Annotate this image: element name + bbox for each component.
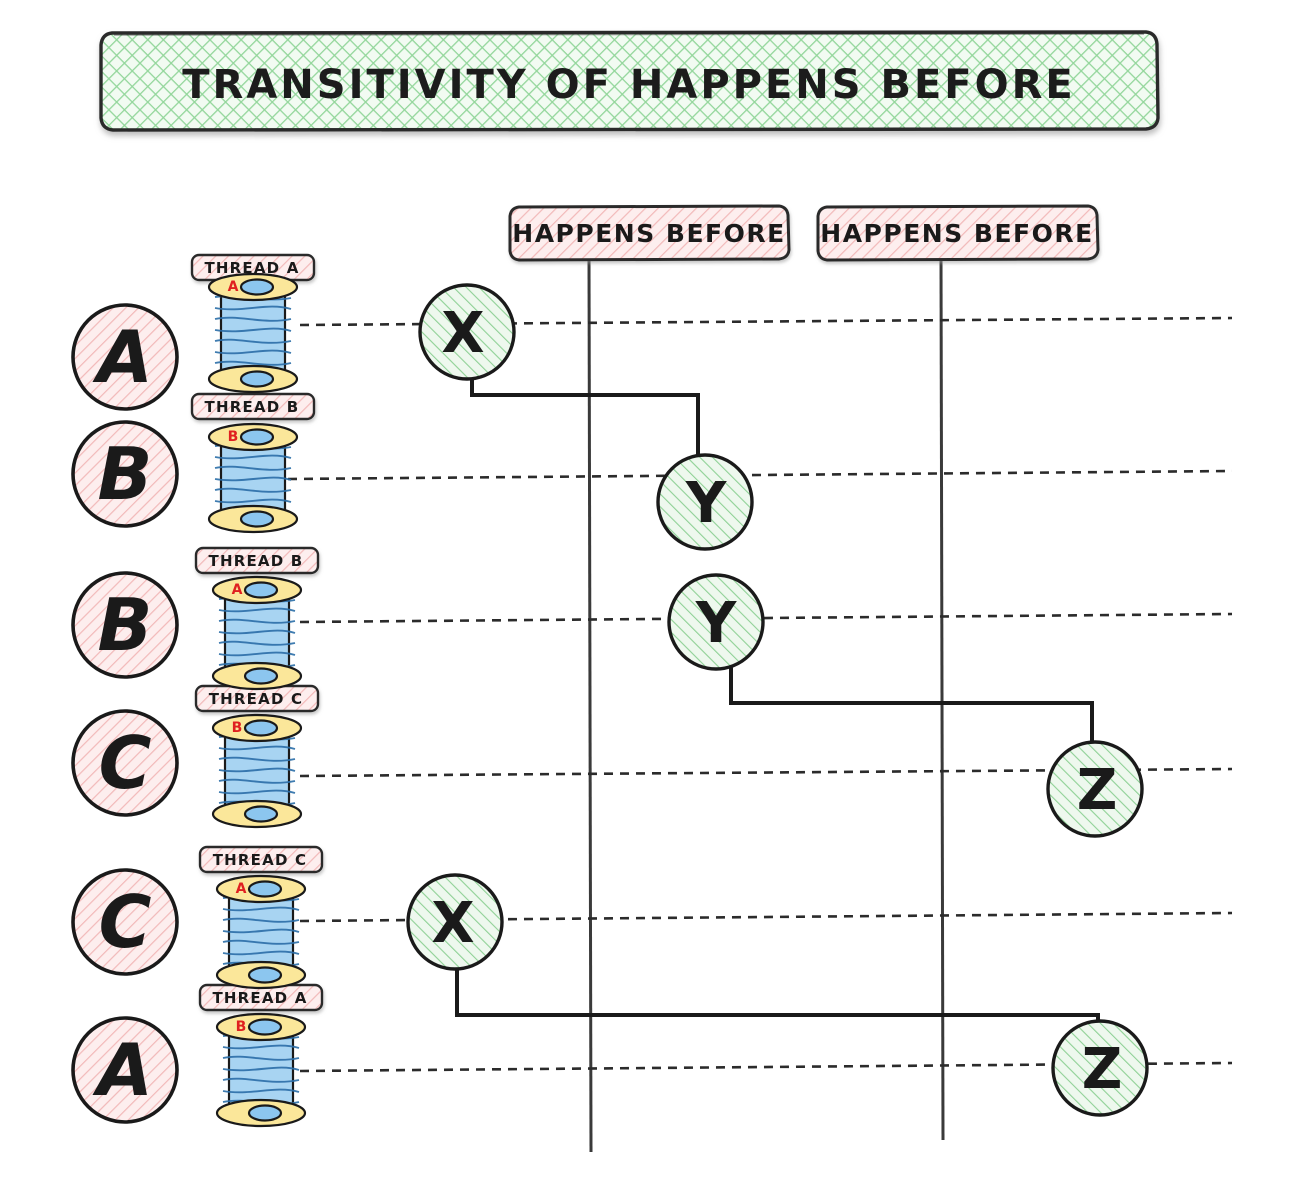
connector-x1-y1	[470, 376, 700, 460]
process-circle-b-2: B	[71, 571, 179, 679]
event-circle-x-1: X	[418, 283, 516, 381]
event-circle-z-2-label: Z	[1082, 1037, 1123, 1102]
thread-spools: A B	[207, 272, 307, 1128]
process-circle-c-2: C	[71, 868, 179, 976]
spool-marker-2: B	[228, 429, 239, 445]
column-line-2	[939, 257, 945, 1141]
spool-marker-1: A	[228, 279, 239, 295]
process-circle-c-1: C	[71, 709, 179, 817]
event-circle-y-1: Y	[656, 453, 754, 551]
thread-box-3-label: THREAD B	[209, 552, 304, 570]
spool-marker-4: B	[232, 720, 243, 736]
title-banner: TRANSITIVITY OF HAPPENS BEFORE	[99, 30, 1160, 132]
dash-row-5	[299, 911, 1233, 923]
process-circles: A B B C C A	[71, 303, 179, 1124]
thread-box-2-label: THREAD B	[205, 398, 300, 416]
thread-box-2	[190, 392, 316, 421]
dash-row-2	[287, 469, 1233, 481]
spool-icon-1: A	[207, 272, 299, 394]
spool-icon-6: B	[215, 1012, 307, 1128]
spool-marker-6: B	[236, 1019, 247, 1035]
process-circle-b-1: B	[71, 420, 179, 528]
spool-icon-4: B	[211, 713, 303, 829]
column-label-happens-before-2: HAPPENS BEFORE	[816, 204, 1100, 1141]
event-circle-z-2: Z	[1051, 1019, 1149, 1117]
thread-box-6-label: THREAD A	[212, 989, 307, 1007]
spool-icon-3: A	[211, 575, 303, 691]
thread-box-5	[198, 845, 324, 874]
process-circle-a-2-label: A	[92, 1028, 153, 1112]
process-circle-a-2: A	[71, 1016, 179, 1124]
spool-marker-5: A	[236, 881, 247, 897]
process-circle-c-1-label: C	[99, 721, 152, 805]
event-circle-y-2: Y	[667, 573, 765, 671]
thread-box-4-label: THREAD C	[209, 690, 303, 708]
connectors	[455, 376, 1100, 1026]
thread-label-boxes: THREAD A THREAD B THREAD B THREAD C THRE…	[190, 253, 324, 1012]
process-circle-b-1-label: B	[98, 432, 153, 516]
column-label-1-text: HAPPENS BEFORE	[512, 219, 785, 248]
connector-y2-z1	[729, 666, 1094, 746]
event-circle-z-1-label: Z	[1077, 758, 1118, 823]
dash-row-3	[299, 612, 1233, 624]
connector-x2-z2	[455, 966, 1100, 1026]
spool-icon-5: A	[215, 874, 307, 990]
event-circle-x-1-label: X	[441, 301, 484, 366]
process-circle-c-2-label: C	[99, 880, 152, 964]
column-label-happens-before-1: HAPPENS BEFORE	[508, 204, 791, 1153]
event-circle-y-2-label: Y	[695, 591, 738, 656]
thread-box-3	[194, 546, 320, 575]
spool-icon-2: B	[207, 422, 299, 534]
thread-box-1-label: THREAD A	[204, 259, 299, 277]
dash-row-1	[299, 316, 1233, 327]
process-circle-a-1-label: A	[92, 315, 153, 399]
thread-box-5-label: THREAD C	[213, 851, 307, 869]
event-circle-x-2: X	[406, 873, 504, 971]
process-circle-b-2-label: B	[98, 583, 153, 667]
event-circle-x-2-label: X	[431, 891, 474, 956]
column-label-2-text: HAPPENS BEFORE	[820, 219, 1093, 248]
title-text: TRANSITIVITY OF HAPPENS BEFORE	[182, 62, 1076, 108]
process-circle-a-1: A	[71, 303, 179, 411]
event-circles: X Y Y Z X Z	[406, 283, 1149, 1117]
event-circle-y-1-label: Y	[685, 471, 728, 536]
event-circle-z-1: Z	[1046, 740, 1144, 838]
spool-marker-3: A	[232, 582, 243, 598]
column-line-1	[587, 257, 593, 1153]
